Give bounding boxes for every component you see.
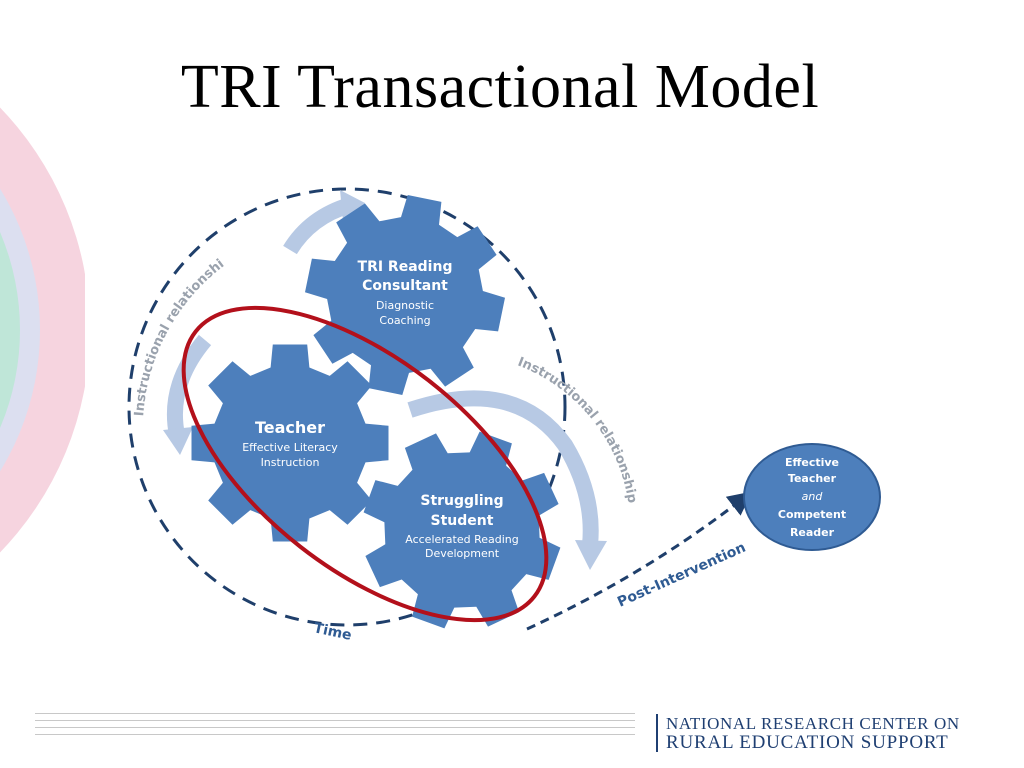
student-title-1: Struggling — [420, 493, 503, 509]
outcome-line-5: Reader — [790, 526, 835, 539]
logo-line-2: RURAL EDUCATION SUPPORT — [666, 732, 949, 753]
consultant-title-1: TRI Reading — [358, 259, 453, 275]
outcome-line-2: Teacher — [788, 472, 837, 485]
consultant-sub-2: Coaching — [379, 314, 430, 327]
consultant-title-2: Consultant — [362, 278, 448, 294]
student-sub-1: Accelerated Reading — [405, 533, 519, 546]
outer-dashed-circle — [127, 187, 567, 627]
post-intervention-arrow — [526, 491, 753, 631]
transactional-model-diagram: TRI Reading Consultant Diagnostic Coachi… — [85, 145, 881, 644]
relationship-label-left: Instructional relationship — [85, 145, 227, 417]
teacher-title: Teacher — [255, 418, 325, 437]
background-arcs — [0, 107, 120, 705]
bg-arc-mint — [0, 232, 20, 428]
gear-student — [363, 431, 561, 629]
teacher-sub-2: Instruction — [261, 456, 320, 469]
nrcres-logo: NATIONAL RESEARCH CENTER ON RURAL EDUCAT… — [656, 714, 960, 752]
outcome-line-4: Competent — [778, 508, 846, 521]
bg-arc-pink — [0, 107, 90, 553]
teacher-sub-1: Effective Literacy — [242, 441, 338, 454]
student-sub-2: Development — [425, 547, 500, 560]
highlight-ellipse — [181, 305, 549, 623]
outcome-line-3: and — [802, 490, 824, 503]
outcome-line-1: Effective — [785, 456, 839, 469]
footer-rule — [35, 713, 635, 741]
gear-consultant — [305, 195, 505, 395]
student-title-2: Student — [431, 513, 494, 529]
outcome-circle — [743, 443, 881, 551]
arrow-right — [407, 390, 599, 546]
time-label: Time — [312, 620, 353, 644]
logo-line-1: NATIONAL RESEARCH CENTER ON — [666, 714, 960, 733]
post-intervention-label: Post-Intervention — [615, 540, 748, 611]
arrow-left — [166, 334, 212, 437]
consultant-sub-1: Diagnostic — [376, 299, 434, 312]
slide-title: TRI Transactional Model — [180, 53, 820, 121]
